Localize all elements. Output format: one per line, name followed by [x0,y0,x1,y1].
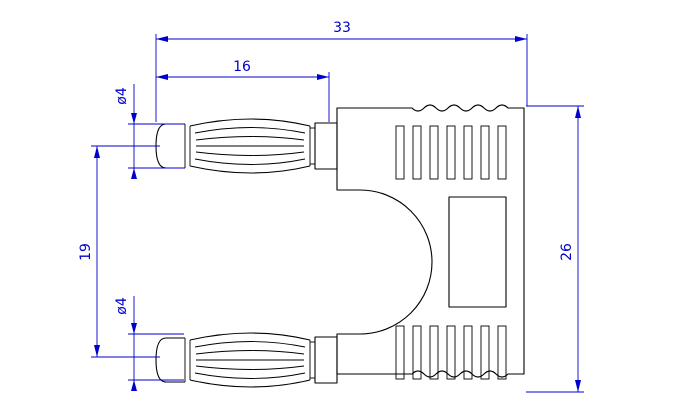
bottom-pin-diameter-dimension: ø4 [114,296,184,391]
pin-length-label: 16 [233,59,251,75]
connector-housing [336,104,525,380]
top-pin-diameter-label: ø4 [114,87,130,105]
top-banana-plug [155,118,338,174]
label-window [448,196,507,308]
bottom-pin-diameter-label: ø4 [114,297,130,315]
body-height-dimension: 26 [526,105,584,393]
pin-spacing-dimension: 19 [78,145,160,358]
bottom-banana-plug [155,332,338,388]
housing-outline [336,104,525,378]
body-height-label: 26 [559,243,575,261]
bottom-grip-ribs [395,325,507,380]
pin-spacing-label: 19 [78,243,94,261]
overall-width-dimension: 33 [155,20,528,122]
pin-length-dimension: 16 [156,59,330,122]
top-pin-diameter-dimension: ø4 [114,84,184,179]
overall-width-label: 33 [333,20,351,36]
top-grip-ribs [395,125,507,180]
